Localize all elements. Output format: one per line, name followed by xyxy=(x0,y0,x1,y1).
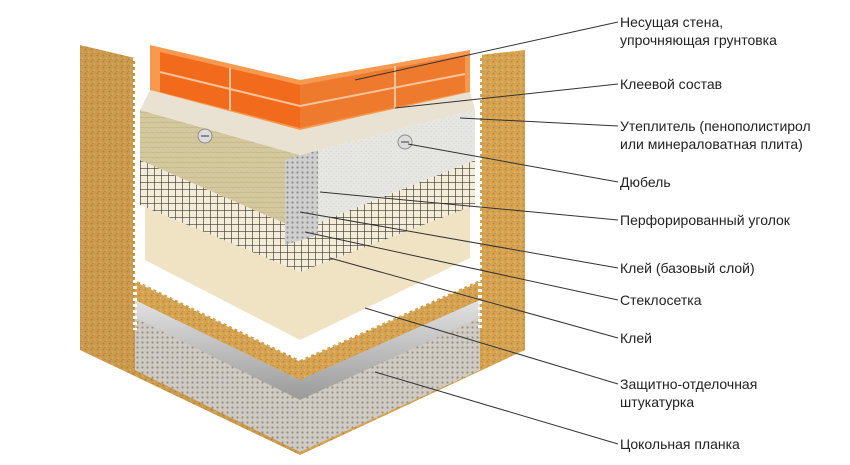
label-line: Несущая стена, xyxy=(620,14,723,30)
leader-line-protective-finish-plaster xyxy=(364,307,619,385)
brick-joints xyxy=(159,66,466,110)
cut-edge-bottom xyxy=(134,278,481,362)
dowel-head-right xyxy=(397,134,413,150)
label-line: штукатурка xyxy=(620,394,694,410)
leader-line-dowel xyxy=(407,143,619,183)
label-line: Клеевой состав xyxy=(620,76,722,92)
leader-line-glue xyxy=(329,257,619,339)
fiberglass-mesh-shape xyxy=(140,160,475,272)
brick-right-face xyxy=(300,55,465,128)
leader-lines xyxy=(299,21,619,445)
adhesive-layer-shape xyxy=(140,90,475,155)
leader-line-load-bearing-wall xyxy=(354,21,619,81)
label-line: Цокольная планка xyxy=(620,436,740,452)
label-glue: Клей xyxy=(620,330,652,346)
label-adhesive-composition: Клеевой состав xyxy=(620,76,722,92)
label-line: Стеклосетка xyxy=(620,292,702,308)
label-line: Клей (базовый слой) xyxy=(620,260,755,276)
label-line: упрочняющая грунтовка xyxy=(620,32,777,48)
label-line: Защитно-отделочная xyxy=(620,376,757,392)
label-plinth-strip: Цокольная планка xyxy=(620,436,740,452)
plinth-strip-shape xyxy=(135,300,480,452)
label-protective-finish-plaster: Защитно-отделочная штукатурка xyxy=(620,376,757,410)
base-glue-layer-shape xyxy=(145,205,470,340)
dowel-head-left xyxy=(197,128,213,144)
leader-line-fiberglass-mesh xyxy=(304,231,619,301)
leader-line-adhesive-composition xyxy=(394,83,619,109)
label-line: или минераловатная плита) xyxy=(620,136,803,152)
leader-line-perforated-corner xyxy=(319,191,619,221)
label-dowel: Дюбель xyxy=(620,174,671,190)
label-line: Дюбель xyxy=(620,174,671,190)
label-line: Утеплитель (пенополистирол xyxy=(620,118,811,134)
perforated-corner-shape xyxy=(285,150,318,245)
labels: Несущая стена, упрочняющая грунтовкаКлеев… xyxy=(620,14,811,452)
label-perforated-corner: Перфорированный уголок xyxy=(620,212,791,228)
label-insulation: Утеплитель (пенополистирол или минералова… xyxy=(620,118,811,152)
leader-line-base-glue-layer xyxy=(299,211,619,269)
leader-line-insulation xyxy=(459,117,619,127)
label-line: Клей xyxy=(620,330,652,346)
label-load-bearing-wall: Несущая стена, упрочняющая грунтовка xyxy=(620,14,777,48)
insulation-eps-shape xyxy=(300,110,475,230)
label-base-glue-layer: Клей (базовый слой) xyxy=(620,260,755,276)
label-line: Перфорированный уголок xyxy=(620,212,791,228)
insulation-mineral-shape xyxy=(140,110,300,230)
leader-line-plinth-strip xyxy=(374,371,619,445)
label-fiberglass-mesh: Стеклосетка xyxy=(620,292,702,308)
